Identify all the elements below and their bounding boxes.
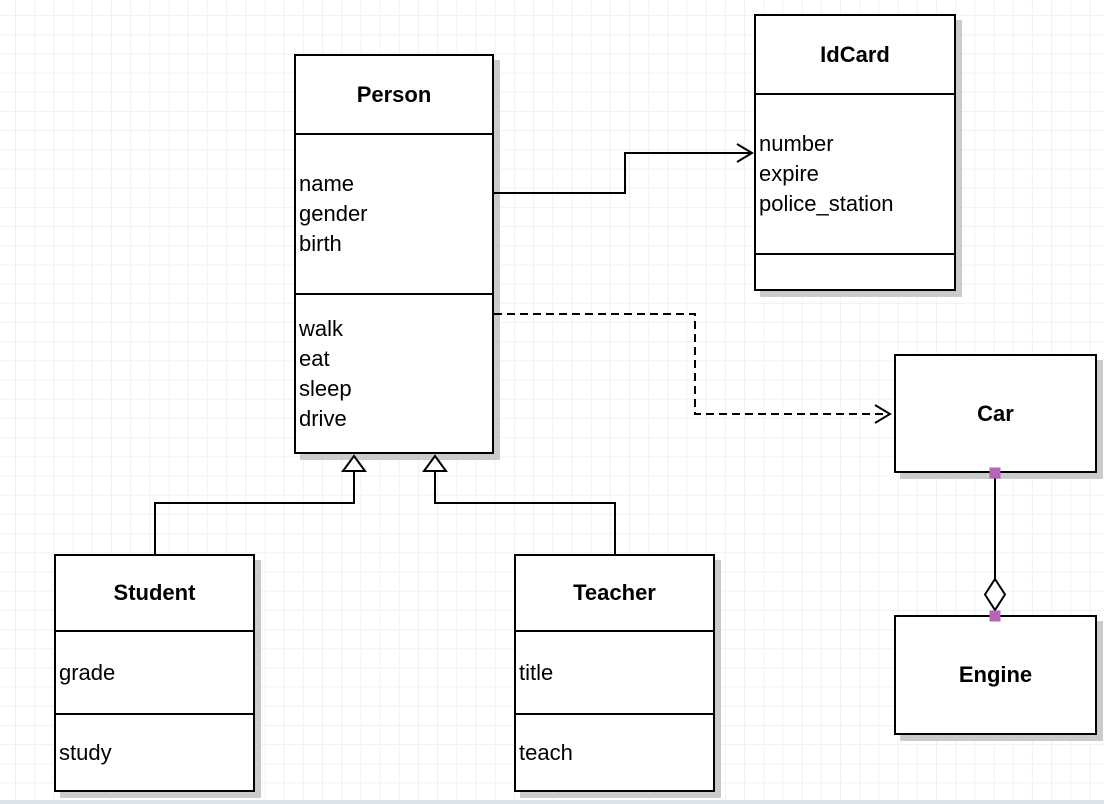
attribute: gender (299, 201, 368, 226)
attribute: police_station (759, 191, 894, 216)
canvas-bottom-edge (0, 800, 1104, 804)
attribute: birth (299, 231, 342, 256)
class-person[interactable]: Person name gender birth walk eat sleep … (294, 54, 494, 454)
methods-section: teach (516, 713, 713, 790)
hollow-diamond-icon (983, 577, 1007, 612)
attributes-section: number expire police_station (756, 93, 954, 253)
class-student[interactable]: Student grade study (54, 554, 255, 792)
method: eat (299, 345, 330, 371)
hollow-triangle-icon (422, 454, 448, 472)
association-edge-person-idcard[interactable] (494, 143, 754, 194)
aggregation-edge-car-engine[interactable] (983, 467, 1007, 622)
method: drive (299, 405, 347, 431)
methods-section: walk eat sleep drive (296, 293, 492, 452)
class-title: Teacher (573, 580, 656, 605)
class-teacher[interactable]: Teacher title teach (514, 554, 715, 792)
method: teach (519, 739, 573, 765)
attribute: name (299, 171, 355, 196)
dependency-edge-person-car[interactable] (494, 313, 892, 424)
method: study (59, 739, 112, 765)
class-title: Car (977, 400, 1014, 426)
class-title: Student (113, 580, 196, 605)
generalization-edge-teacher-person[interactable] (422, 454, 616, 554)
class-title: IdCard (820, 41, 890, 67)
methods-section: study (56, 713, 253, 790)
class-idcard[interactable]: IdCard number expire police_station (754, 14, 956, 291)
method: walk (299, 315, 344, 341)
attribute: title (519, 659, 554, 685)
method: sleep (299, 375, 352, 401)
hollow-triangle-icon (341, 454, 367, 472)
attributes-section: name gender birth (296, 133, 492, 293)
open-arrowhead-icon (736, 143, 754, 163)
attributes-section: grade (56, 630, 253, 713)
class-car[interactable]: Car (894, 354, 1097, 473)
class-engine[interactable]: Engine (894, 615, 1097, 735)
methods-section (756, 253, 954, 289)
attribute: expire (759, 161, 819, 186)
class-title: Engine (958, 662, 1033, 687)
attribute: number (759, 131, 834, 156)
attribute: grade (59, 659, 116, 685)
generalization-edge-student-person[interactable] (154, 454, 367, 554)
attributes-section: title (516, 630, 713, 713)
class-title: Person (356, 81, 432, 107)
open-arrowhead-icon (874, 404, 892, 424)
